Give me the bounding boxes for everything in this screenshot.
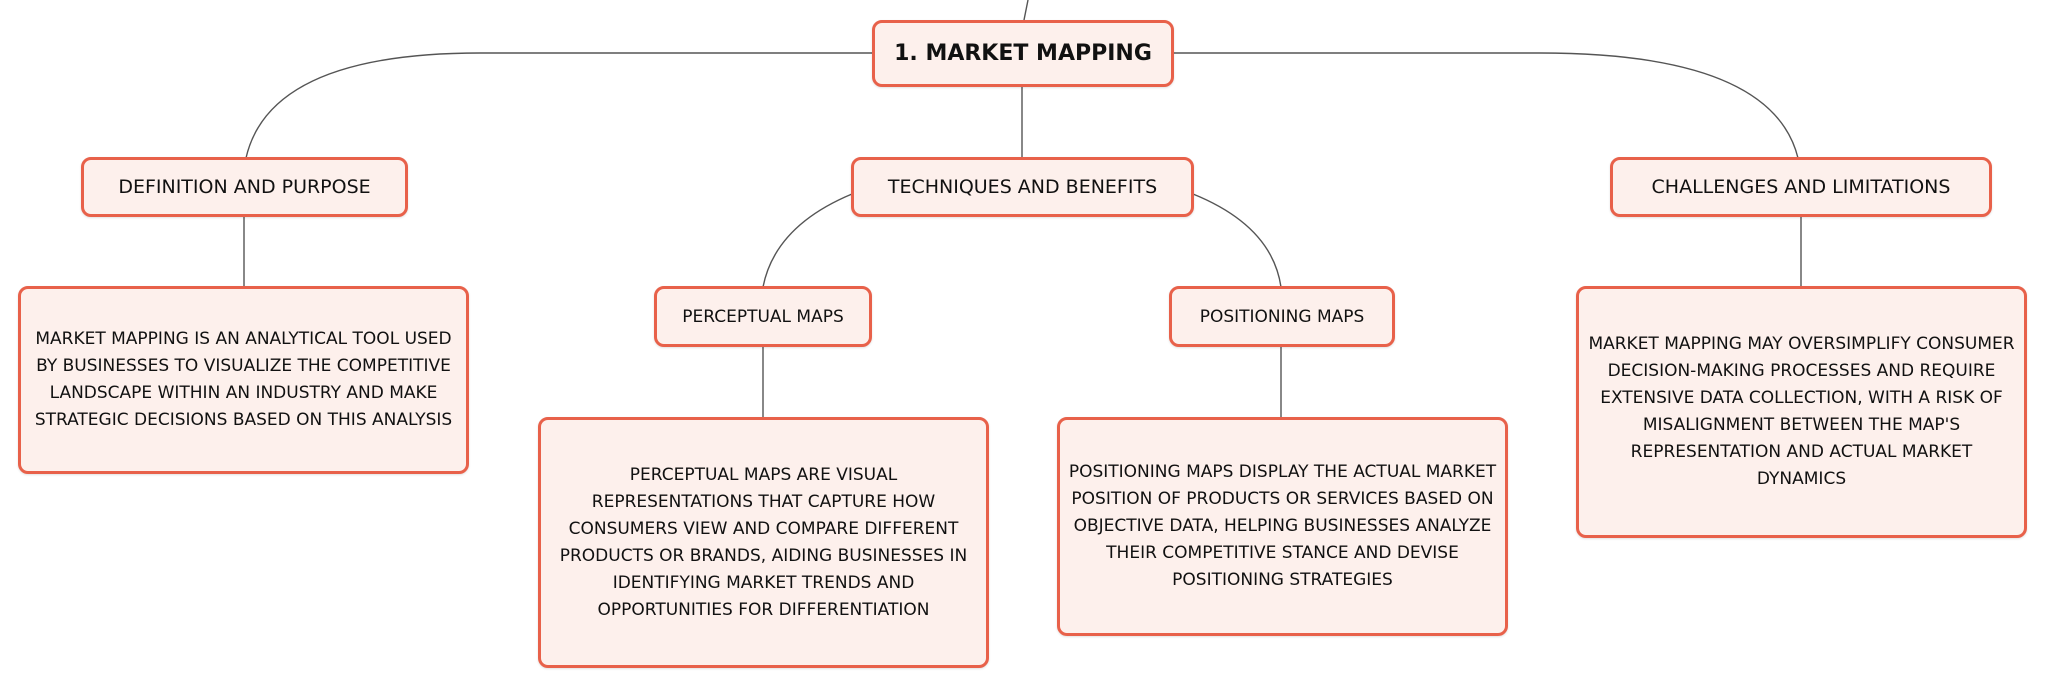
root-node-label: 1. MARKET MAPPING	[894, 41, 1152, 66]
root-node[interactable]: 1. MARKET MAPPING	[872, 20, 1174, 87]
techniques-node-label: TECHNIQUES AND BENEFITS	[887, 176, 1158, 198]
challenges-description-text: MARKET MAPPING MAY OVERSIMPLIFY CONSUMER…	[1588, 334, 2015, 489]
connector-techniques-perceptual	[762, 193, 853, 288]
challenges-node[interactable]: CHALLENGES AND LIMITATIONS	[1610, 157, 1992, 217]
challenges-node-label: CHALLENGES AND LIMITATIONS	[1651, 176, 1951, 198]
connector-root-definition	[245, 52, 872, 159]
definition-description-text: MARKET MAPPING IS AN ANALYTICAL TOOL USE…	[34, 329, 453, 430]
connector-root-challenges	[1172, 52, 1799, 159]
definition-node[interactable]: DEFINITION AND PURPOSE	[81, 157, 408, 217]
connector-top-edge	[1023, 0, 1029, 21]
challenges-description[interactable]: MARKET MAPPING MAY OVERSIMPLIFY CONSUMER…	[1576, 286, 2027, 538]
perceptual-maps-node[interactable]: PERCEPTUAL MAPS	[654, 286, 872, 347]
connector-techniques-positioning	[1192, 193, 1282, 288]
definition-node-label: DEFINITION AND PURPOSE	[118, 176, 371, 198]
definition-description[interactable]: MARKET MAPPING IS AN ANALYTICAL TOOL USE…	[18, 286, 469, 474]
positioning-description[interactable]: POSITIONING MAPS DISPLAY THE ACTUAL MARK…	[1057, 417, 1508, 636]
perceptual-maps-node-label: PERCEPTUAL MAPS	[682, 306, 844, 327]
perceptual-description[interactable]: PERCEPTUAL MAPS ARE VISUAL REPRESENTATIO…	[538, 417, 989, 668]
perceptual-description-text: PERCEPTUAL MAPS ARE VISUAL REPRESENTATIO…	[559, 464, 968, 620]
positioning-description-text: POSITIONING MAPS DISPLAY THE ACTUAL MARK…	[1068, 462, 1497, 590]
positioning-maps-node-label: POSITIONING MAPS	[1199, 306, 1365, 327]
positioning-maps-node[interactable]: POSITIONING MAPS	[1169, 286, 1395, 347]
techniques-node[interactable]: TECHNIQUES AND BENEFITS	[851, 157, 1194, 217]
